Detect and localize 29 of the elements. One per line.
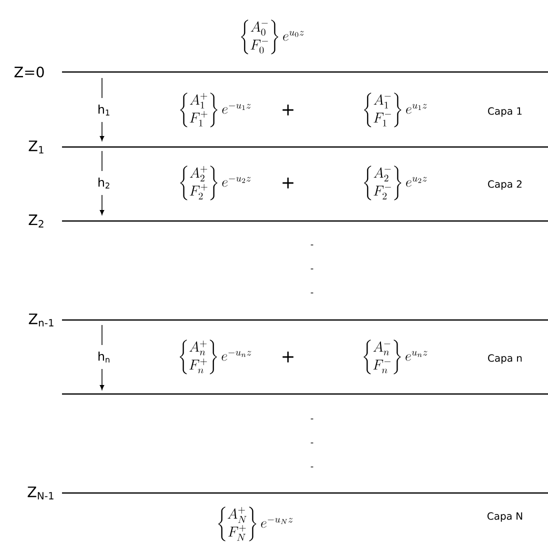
formula: $\left\{\begin{matrix}A_{N}^{+}\\F_{N}^{+}\end{matrix}\right\}e^{-u_{N}z}$ [218, 506, 293, 542]
layer-label: Capa 2 [488, 180, 522, 190]
thickness-label: h$_{n}$ [98, 352, 110, 362]
formula: $\left\{\begin{matrix}A_{2}^{+}\\F_{2}^{+}\end{matrix}\right\}e^{-u_{2}z}$ [180, 166, 251, 200]
formula: $\left\{\begin{matrix}A_{1}^{+}\\F_{1}^{+}\end{matrix}\right\}e^{-u_{1}z}$ [180, 92, 251, 128]
interface-label: Z$_{N-1}$ [28, 486, 54, 500]
plus-sign: + [282, 352, 294, 362]
dash-mark: - [310, 466, 314, 468]
thickness-label: h$_{2}$ [98, 178, 110, 188]
interface-label: Z$_{2}$ [28, 214, 44, 228]
interface-label: Z$_{n-1}$ [28, 314, 54, 326]
dash-mark: - [310, 418, 314, 420]
layer-label: Capa 1 [488, 107, 522, 117]
formula: $\left\{\begin{matrix}A_{2}^{-}\\F_{2}^{-}\end{matrix}\right\}e^{u_{2}z}$ [364, 166, 427, 200]
dash-mark: - [310, 292, 314, 294]
layer-label: Capa n [488, 354, 522, 364]
formula: $\left\{\begin{matrix}A_{0}^{-}\\F_{0}^{-}\end{matrix}\right\}e^{u_{0}z}$ [241, 20, 304, 54]
thickness-label: h$_{1}$ [98, 104, 110, 116]
layer-label: Capa N [488, 512, 522, 522]
plus-sign: + [282, 104, 294, 116]
interface-label: Z=0 [14, 66, 44, 78]
formula: $\left\{\begin{matrix}A_{n}^{+}\\F_{n}^{+}\end{matrix}\right\}e^{-u_{n}z}$ [180, 340, 252, 374]
formula: $\left\{\begin{matrix}A_{n}^{-}\\F_{n}^{-}\end{matrix}\right\}e^{u_{n}z}$ [364, 340, 428, 374]
formula: $\left\{\begin{matrix}A_{1}^{-}\\F_{1}^{-}\end{matrix}\right\}e^{u_{1}z}$ [364, 92, 427, 128]
dash-mark: - [310, 244, 314, 246]
interface-label: Z$_{1}$ [28, 140, 44, 154]
dash-mark: - [310, 442, 314, 444]
plus-sign: + [282, 178, 294, 188]
dash-mark: - [310, 268, 314, 270]
